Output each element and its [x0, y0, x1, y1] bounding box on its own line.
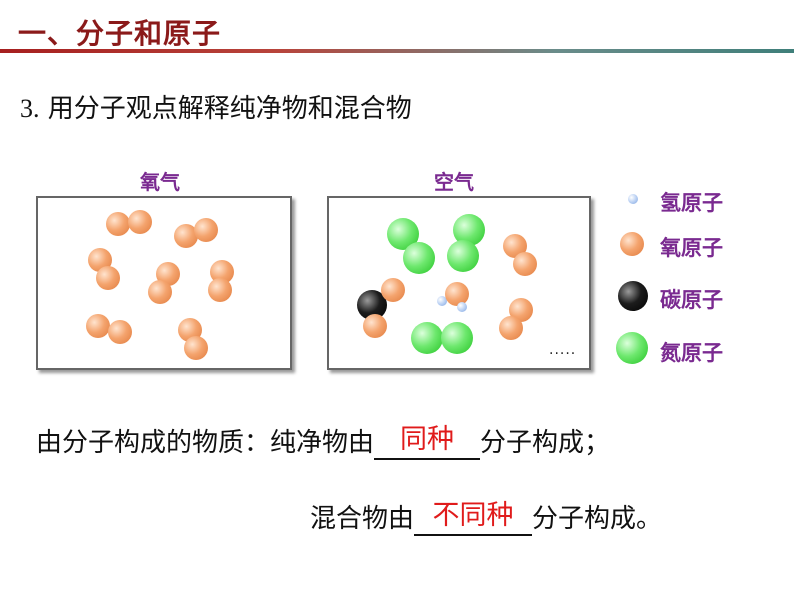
nitrogen-atom — [447, 240, 479, 272]
line1-prefix: 由分子构成的物质：纯净物由 — [36, 428, 375, 458]
air-box-label: 空气 — [434, 170, 474, 194]
hydrogen-atom — [457, 302, 467, 312]
oxygen-box-label: 氧气 — [140, 170, 180, 194]
oxygen-atom — [96, 266, 120, 290]
oxygen-atom — [108, 320, 132, 344]
line1-suffix: 分子构成； — [480, 428, 611, 458]
hydrogen-atom — [437, 296, 447, 306]
oxygen-atom — [381, 278, 405, 302]
oxygen-atom — [106, 212, 130, 236]
hydrogen-legend-icon — [628, 194, 638, 204]
legend-oxygen: 氧原子 — [660, 236, 723, 260]
oxygen-atom — [86, 314, 110, 338]
line2-prefix: 混合物由 — [310, 504, 415, 534]
nitrogen-atom — [403, 242, 435, 274]
oxygen-atom — [513, 252, 537, 276]
section-heading-text: 用分子观点解释纯净物和混合物 — [47, 94, 412, 124]
conclusion-line-1: 由分子构成的物质：纯净物由 同种分子构成； — [36, 422, 610, 460]
oxygen-atom — [499, 316, 523, 340]
oxygen-atom — [363, 314, 387, 338]
air-box: ..... — [327, 196, 591, 370]
title-divider — [0, 49, 794, 53]
oxygen-atom — [194, 218, 218, 242]
conclusion-line-2: 混合物由 不同种分子构成。 — [310, 498, 662, 536]
oxygen-atom — [208, 278, 232, 302]
line2-suffix: 分子构成。 — [532, 504, 663, 534]
answer-blank-1: 同种 — [374, 424, 481, 460]
oxygen-atom — [184, 336, 208, 360]
section-heading: 3. 用分子观点解释纯净物和混合物 — [20, 88, 412, 125]
section-number: 3. — [20, 94, 40, 123]
nitrogen-atom — [411, 322, 443, 354]
page-title: 一、分子和原子 — [18, 17, 222, 50]
oxygen-legend-icon — [620, 232, 644, 256]
answer-blank-2: 不同种 — [414, 500, 533, 536]
nitrogen-atom — [441, 322, 473, 354]
nitrogen-legend-icon — [616, 332, 648, 364]
legend-nitrogen: 氮原子 — [660, 341, 723, 365]
answer-same-kind: 同种 — [400, 424, 455, 455]
oxygen-atom — [128, 210, 152, 234]
answer-different-kind: 不同种 — [432, 500, 514, 531]
legend-hydrogen: 氢原子 — [660, 191, 723, 215]
ellipsis: ..... — [549, 342, 577, 358]
oxygen-box — [36, 196, 292, 370]
carbon-legend-icon — [618, 281, 648, 311]
legend-carbon: 碳原子 — [660, 288, 723, 312]
oxygen-atom — [148, 280, 172, 304]
